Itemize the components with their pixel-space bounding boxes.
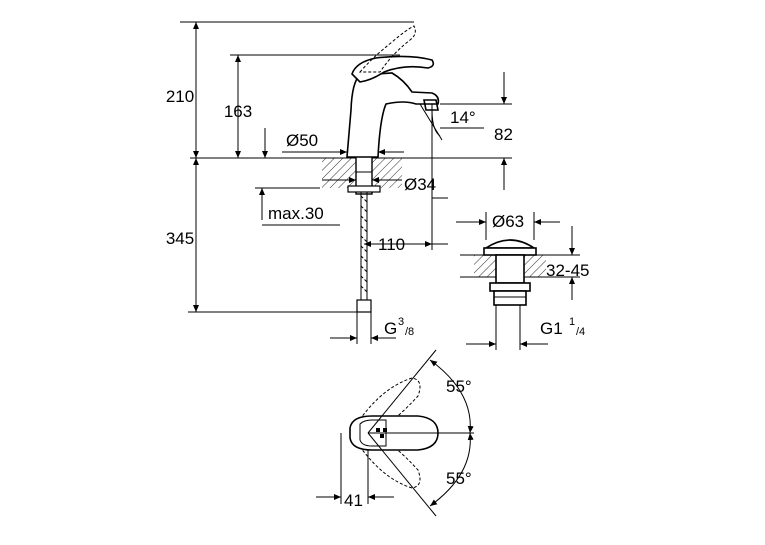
angle-55-bottom-label: 55° xyxy=(446,469,472,488)
supply-hose xyxy=(356,192,372,313)
dim-50-label: Ø50 xyxy=(286,131,318,150)
dim-110-label: 110 xyxy=(378,235,405,254)
dim-163-label: 163 xyxy=(224,102,252,121)
dim-41-label: 41 xyxy=(344,491,363,510)
dim-210-label: 210 xyxy=(166,87,194,106)
dim-82-label: 82 xyxy=(494,125,513,144)
angle-55-top-label: 55° xyxy=(446,377,472,396)
connection-thread-label: G xyxy=(384,319,397,338)
top-view xyxy=(316,349,474,517)
dim-63-label: Ø63 xyxy=(492,212,524,231)
waste-thread-sub: /4 xyxy=(576,326,585,338)
dim-max30-label: max.30 xyxy=(268,204,324,223)
dim-14deg-label: 14° xyxy=(450,108,476,127)
connection-thread-sub: /8 xyxy=(405,326,414,338)
faucet-lever xyxy=(351,55,435,83)
dim-32-45-label: 32-45 xyxy=(546,261,589,280)
dim-34-label: Ø34 xyxy=(404,175,436,194)
dim-345-label: 345 xyxy=(166,229,194,248)
waste-thread-sup: 1 xyxy=(569,316,575,328)
dimension-lines xyxy=(180,21,512,344)
dimension-labels: 210 163 Ø50 Ø34 max.30 345 110 14° 82 G … xyxy=(166,87,590,510)
connection-thread-sup: 3 xyxy=(398,316,404,328)
waste-assembly xyxy=(456,212,580,350)
faucet-body xyxy=(346,72,440,158)
lever-open-position xyxy=(358,25,416,73)
waste-thread-label: G1 xyxy=(540,319,563,338)
